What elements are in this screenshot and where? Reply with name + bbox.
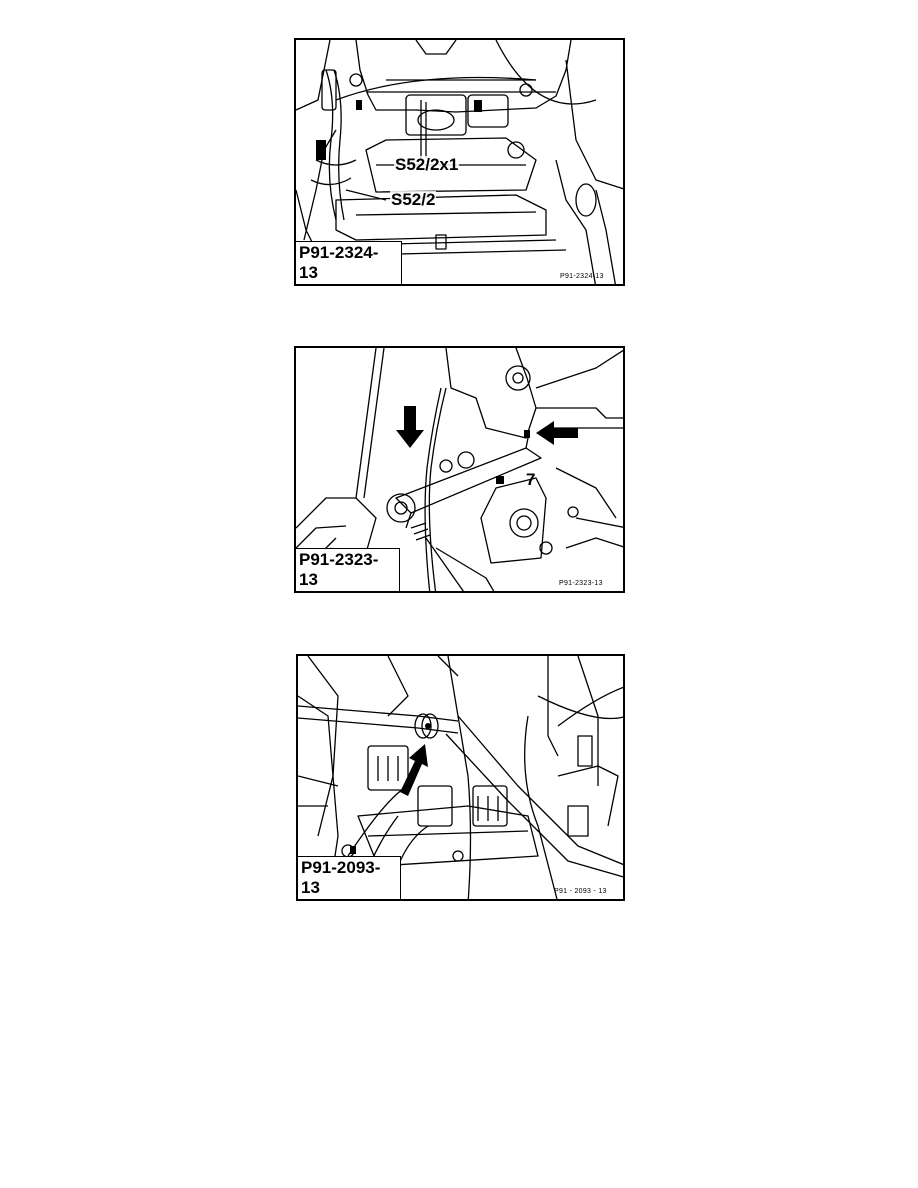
callout-s52-2x1: S52/2x1 bbox=[394, 155, 460, 174]
figure-3-small-id: P91 - 2093 - 13 bbox=[554, 888, 607, 895]
arrows-figure-2 bbox=[396, 406, 578, 448]
figure-1-id: P91-2324-13 bbox=[296, 241, 402, 284]
figure-3-id: P91-2093-13 bbox=[298, 856, 401, 899]
arrows-figure-3 bbox=[400, 744, 428, 796]
callout-s52-2: S52/2 bbox=[390, 190, 437, 209]
arrow-left-icon bbox=[536, 421, 578, 445]
figure-3: P91-2093-13 P91 - 2093 - 13 bbox=[296, 654, 625, 901]
arrow-down-icon bbox=[396, 406, 424, 448]
figure-2-small-id: P91-2323-13 bbox=[559, 580, 603, 587]
arrow-up-icon bbox=[400, 744, 428, 796]
figure-2: 7 P91-2323-13 P91-2323-13 bbox=[294, 346, 625, 593]
callout-7: 7 bbox=[526, 470, 536, 489]
figure-1-small-id: P91-2324-13 bbox=[560, 273, 604, 280]
figure-2-id: P91-2323-13 bbox=[296, 548, 400, 591]
figure-3-drawing bbox=[298, 656, 623, 899]
figure-1: S52/2x1 S52/2 P91-2324-13 P91-2324-13 bbox=[294, 38, 625, 286]
